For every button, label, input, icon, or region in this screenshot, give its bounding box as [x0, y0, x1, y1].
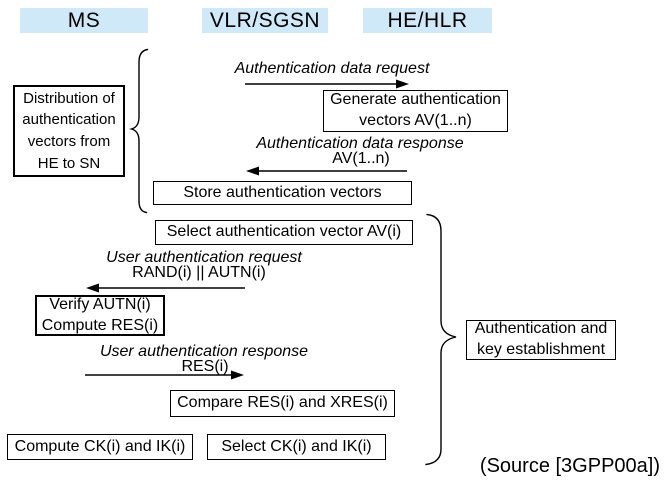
auth-data-response-arrow [246, 166, 407, 176]
source-citation: (Source [3GPP00a]) [479, 455, 660, 477]
verify-compute-box: Verify AUTN(i) Compute RES(i) [35, 295, 165, 336]
distribution-box: Distribution of authentication vectors f… [13, 85, 125, 177]
generate-vectors-box: Generate authentication vectors AV(1..n) [323, 90, 508, 132]
column-header-ms: MS [20, 8, 148, 33]
auth-data-response-label: Authentication data response [256, 135, 464, 152]
user-auth-request-sublabel: RAND(i) || AUTN(i) [132, 264, 266, 281]
auth-key-establishment-box: Authentication and key establishment [466, 320, 616, 360]
select-ck-ik-box: Select CK(i) and IK(i) [207, 434, 386, 460]
compute-ck-ik-box: Compute CK(i) and IK(i) [7, 434, 193, 460]
select-vector-box: Select authentication vector AV(i) [155, 220, 413, 245]
store-vectors-box: Store authentication vectors [153, 181, 412, 205]
auth-data-request-arrow [245, 79, 409, 89]
left-brace [128, 48, 149, 214]
user-auth-response-label: User authentication response [99, 343, 309, 360]
compare-res-box: Compare RES(i) and XRES(i) [170, 390, 395, 417]
user-auth-request-label: User authentication request [106, 249, 302, 266]
auth-data-response-sublabel: AV(1..n) [332, 150, 390, 167]
user-auth-response-sublabel: RES(i) [181, 358, 229, 375]
column-header-vlr-sgsn: VLR/SGSN [202, 8, 328, 33]
user-auth-request-arrow [86, 283, 245, 293]
user-auth-response-arrow [85, 370, 244, 380]
column-header-he-hlr: HE/HLR [363, 8, 492, 33]
auth-data-request-label: Authentication data request [234, 60, 430, 77]
right-brace [425, 213, 457, 466]
